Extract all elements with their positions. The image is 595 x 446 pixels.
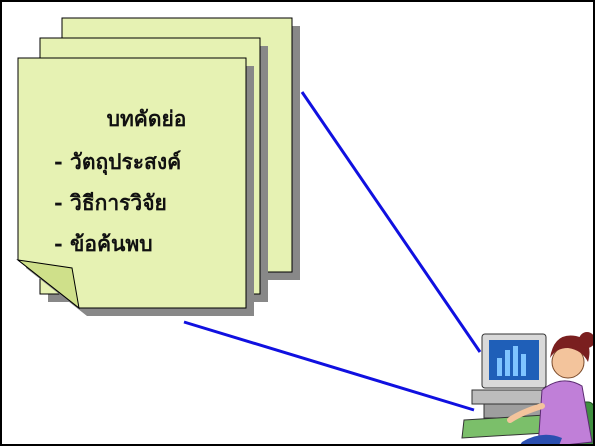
abstract-item-objectives: - วัตถุประสงค์ (54, 149, 182, 174)
connector-line-top (300, 91, 482, 353)
abstract-text-block: บทคัดย่อ - วัตถุประสงค์ - วิธีการวิจัย -… (54, 97, 239, 269)
document-stack-icon (16, 17, 300, 316)
page-fold (16, 259, 80, 310)
abstract-title: บทคัดย่อ (106, 106, 187, 131)
front-page (17, 57, 247, 309)
abstract-item-findings: - ข้อค้นพบ (54, 231, 153, 256)
abstract-item-methods: - วิธีการวิจัย (54, 190, 167, 215)
connector-line-bottom (183, 320, 475, 412)
computer-user-icon (461, 332, 593, 444)
